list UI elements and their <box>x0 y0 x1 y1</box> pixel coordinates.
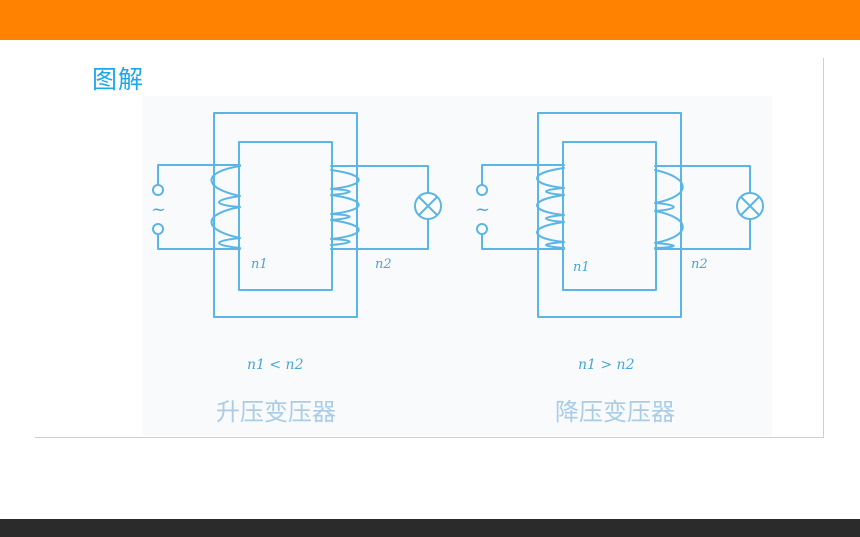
step-down-turns-relation: n1 > n2 <box>578 357 635 373</box>
step-down-source-terminal-top <box>476 184 488 196</box>
page-title: 图解 <box>92 65 145 94</box>
step-down-secondary-wire <box>654 165 751 250</box>
step-down-secondary-label: n2 <box>691 257 708 272</box>
step-up-primary-label: n1 <box>251 257 268 272</box>
step-down-transformer <box>476 112 764 318</box>
step-up-secondary-wire <box>330 165 429 250</box>
top-banner <box>0 0 860 40</box>
step-down-primary-coil <box>536 167 565 249</box>
step-up-source-terminal-top <box>152 184 164 196</box>
step-down-secondary-coil <box>654 169 684 249</box>
diagram-panel <box>142 96 772 436</box>
step-up-lamp-icon <box>414 192 442 220</box>
step-up-transformer <box>152 112 442 318</box>
step-down-source-terminal-bottom <box>476 223 488 235</box>
step-up-core-inner <box>238 141 333 291</box>
step-down-core-outer <box>537 112 682 318</box>
step-down-caption: 降压变压器 <box>555 398 675 426</box>
step-up-secondary-label: n2 <box>375 257 392 272</box>
step-down-primary-label: n1 <box>573 260 590 275</box>
step-up-secondary-coil <box>330 169 360 246</box>
step-up-source-terminal-bottom <box>152 223 164 235</box>
step-down-lamp-icon <box>736 192 764 220</box>
step-up-turns-relation: n1 < n2 <box>247 357 304 373</box>
step-down-source-symbol: ~ <box>475 199 490 220</box>
step-up-caption: 升压变压器 <box>216 398 336 426</box>
step-up-source-symbol: ~ <box>151 199 166 220</box>
bottom-bar <box>0 519 860 537</box>
step-down-primary-wire <box>481 164 565 250</box>
step-up-primary-coil <box>210 165 241 249</box>
step-up-primary-wire <box>157 164 241 250</box>
content-frame <box>35 58 824 438</box>
step-up-core-outer <box>213 112 358 318</box>
